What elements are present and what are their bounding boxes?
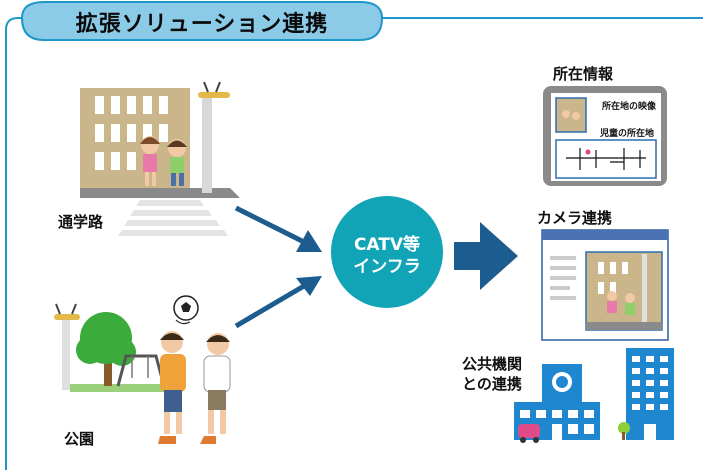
child-location-label: 児童の所在地	[600, 129, 655, 139]
location-info-label: 所在情報	[553, 65, 614, 83]
park-label: 公園	[64, 430, 95, 448]
big-arrow	[454, 222, 518, 290]
school-route-label: 通学路	[58, 213, 104, 231]
public-label-line1: 公共機関	[462, 355, 523, 373]
public-label-line2: との連携	[462, 375, 522, 393]
arrow-head-bottom	[296, 276, 322, 296]
video-label: 所在地の映像	[602, 102, 657, 112]
arrow-head-top	[296, 230, 322, 252]
hub-line-2: インフラ	[353, 257, 421, 277]
catv-infra-hub: CATV等 インフラ	[331, 196, 443, 308]
title-tab: 拡張ソリューション連携	[22, 0, 382, 40]
hub-line-1: CATV等	[353, 235, 421, 255]
camera-link-label: カメラ連携	[537, 209, 613, 227]
page-title: 拡張ソリューション連携	[75, 12, 329, 37]
